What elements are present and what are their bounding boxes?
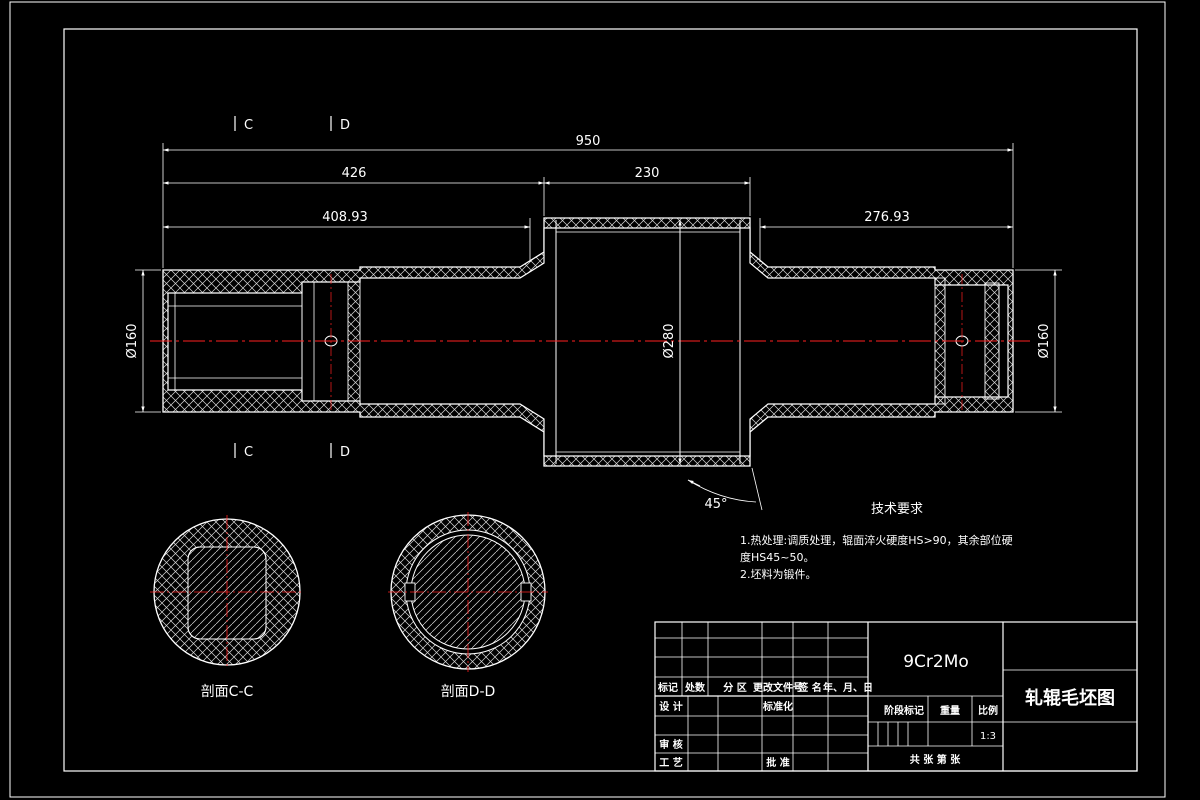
header-design: 设 计 — [659, 700, 682, 713]
header-weight: 重量 — [940, 704, 960, 717]
drawing-title: 轧辊毛坯图 — [1025, 687, 1115, 709]
technical-requirements: 技术要求 1.热处理:调质处理，辊面淬火硬度HS>90，其余部位硬 度HS45~… — [740, 502, 1013, 581]
header-signature: 签 名 — [797, 681, 821, 694]
header-stage-mark: 阶段标记 — [884, 704, 924, 717]
section-mark-d-bottom: D — [340, 445, 350, 460]
tech-line-1: 1.热处理:调质处理，辊面淬火硬度HS>90，其余部位硬 — [740, 533, 1013, 547]
header-mark: 标记 — [657, 681, 678, 694]
section-dd-view: 剖面D-D — [388, 512, 548, 700]
section-mark-c-top: C — [244, 118, 253, 133]
dim-left-diameter: Ø160 — [125, 323, 140, 358]
tech-line-2: 度HS45~50。 — [740, 550, 814, 564]
title-block-text: 9Cr2Mo 轧辊毛坯图 1:3 标记 处数 分 区 更改文件号 签 名 年、月… — [657, 652, 1115, 769]
dim-right-diameter: Ø160 — [1037, 323, 1052, 358]
header-count: 处数 — [684, 681, 706, 694]
dim-408-93: 408.93 — [322, 210, 368, 225]
dim-230: 230 — [635, 166, 660, 181]
tech-line-3: 2.坯料为锻件。 — [740, 567, 817, 581]
section-dd-label: 剖面D-D — [441, 684, 496, 700]
section-marks: C D C D — [234, 116, 350, 460]
sheet-border — [9, 1, 1166, 798]
header-total-sheets: 共 张 第 张 — [910, 753, 961, 766]
scale-value: 1:3 — [980, 731, 996, 742]
dimension-lines — [135, 143, 1062, 511]
header-zone: 分 区 — [723, 681, 746, 694]
title-block — [654, 621, 1138, 772]
header-change-doc: 更改文件号 — [753, 681, 803, 694]
header-process: 工 艺 — [659, 756, 682, 769]
header-date: 年、月、日 — [823, 681, 873, 694]
dim-45-degree: 45° — [704, 497, 727, 512]
header-ratio: 比例 — [978, 704, 998, 717]
dim-276-93: 276.93 — [864, 210, 910, 225]
header-standardize: 标准化 — [762, 700, 793, 713]
section-mark-d-top: D — [340, 118, 350, 133]
section-cc-label: 剖面C-C — [201, 684, 254, 700]
material-value: 9Cr2Mo — [903, 652, 969, 672]
roll-blank-profile — [162, 217, 1014, 467]
header-review: 审 核 — [659, 738, 682, 751]
dim-950: 950 — [576, 134, 601, 149]
roll-bore — [167, 227, 1009, 457]
section-mark-c-bottom: C — [244, 445, 253, 460]
tech-title: 技术要求 — [871, 502, 923, 517]
dim-426: 426 — [342, 166, 367, 181]
header-approve: 批 准 — [766, 756, 789, 769]
dimension-texts: 950 426 230 408.93 276.93 Ø160 Ø280 Ø160… — [125, 134, 1052, 512]
section-cc-view: 剖面C-C — [150, 515, 304, 700]
frame-border — [63, 28, 1138, 772]
dim-center-diameter: Ø280 — [662, 323, 677, 358]
